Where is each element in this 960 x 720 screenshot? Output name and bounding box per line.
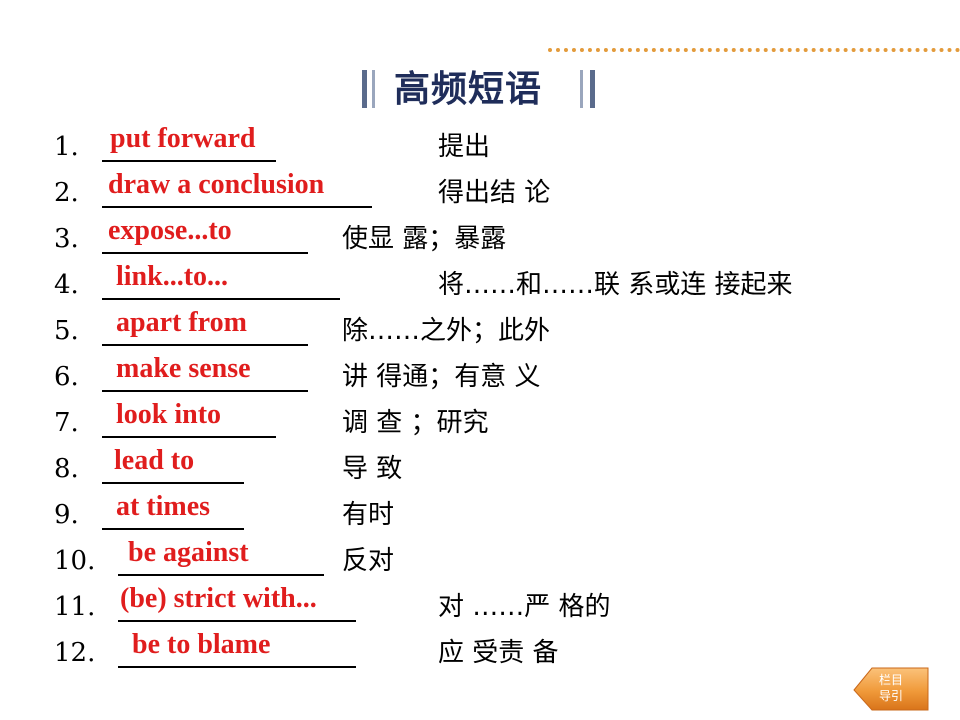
- phrase-row: 10. be against 反对: [0, 537, 960, 590]
- meaning-text: 反对: [342, 546, 395, 576]
- nav-label-line2: 导引: [878, 689, 903, 703]
- item-number: 10.: [54, 546, 96, 576]
- answer-blank: [102, 528, 244, 530]
- meaning-text: 提出: [438, 132, 491, 162]
- meaning-text: 得出结 论: [438, 178, 551, 208]
- item-number: 7.: [54, 408, 79, 438]
- nav-label-line1: 栏目: [878, 673, 903, 687]
- section-nav-button[interactable]: 栏目 导引: [852, 664, 930, 714]
- nav-badge-shape: [853, 667, 929, 711]
- answer-blank: [102, 344, 308, 346]
- phrase-row: 3. expose...to 使显 露；暴露: [0, 215, 960, 268]
- meaning-text: 有时: [342, 500, 395, 530]
- answer-blank: [102, 298, 340, 300]
- phrase-row: 1. put forward 提出: [0, 123, 960, 176]
- section-title: 高频短语: [358, 66, 602, 112]
- answer-blank: [102, 160, 276, 162]
- meaning-text: 导 致: [342, 454, 403, 484]
- answer-text: be against: [128, 537, 249, 568]
- answer-text: expose...to: [108, 215, 232, 246]
- meaning-text: 调 查 ；研究: [342, 408, 489, 438]
- item-number: 4.: [54, 270, 79, 300]
- answer-blank: [118, 620, 356, 622]
- answer-text: lead to: [114, 445, 195, 476]
- answer-blank: [118, 666, 356, 668]
- answer-blank: [118, 574, 324, 576]
- phrase-row: 12. be to blame 应 受责 备: [0, 629, 960, 682]
- phrase-row: 2. draw a conclusion 得出结 论: [0, 169, 960, 222]
- item-number: 12.: [54, 638, 96, 668]
- answer-text: make sense: [116, 353, 251, 384]
- item-number: 2.: [54, 178, 79, 208]
- answer-text: (be) strict with...: [120, 583, 317, 614]
- meaning-text: 对 ……严 格的: [438, 592, 611, 622]
- phrase-row: 4. link...to... 将……和……联 系或连 接起来: [0, 261, 960, 314]
- item-number: 5.: [54, 316, 79, 346]
- title-bar-right-thin: [580, 70, 583, 108]
- title-bar-right: [590, 70, 595, 108]
- page-title: 高频短语: [394, 68, 543, 110]
- answer-text: be to blame: [132, 629, 271, 660]
- answer-blank: [102, 252, 308, 254]
- phrase-row: 11. (be) strict with... 对 ……严 格的: [0, 583, 960, 636]
- meaning-text: 应 受责 备: [438, 638, 559, 668]
- title-bar-left-thin: [372, 70, 375, 108]
- item-number: 3.: [54, 224, 79, 254]
- answer-text: look into: [116, 399, 222, 430]
- answer-text: draw a conclusion: [108, 169, 325, 200]
- answer-text: put forward: [110, 123, 256, 154]
- meaning-text: 将……和……联 系或连 接起来: [438, 270, 793, 300]
- item-number: 6.: [54, 362, 79, 392]
- header-dotted-rule: [548, 48, 960, 52]
- answer-text: at times: [116, 491, 211, 522]
- title-bar-left: [362, 70, 367, 108]
- answer-blank: [102, 436, 276, 438]
- answer-text: link...to...: [116, 261, 229, 292]
- answer-blank: [102, 482, 244, 484]
- phrase-row: 7. look into 调 查 ；研究: [0, 399, 960, 452]
- answer-blank: [102, 390, 308, 392]
- meaning-text: 使显 露；暴露: [342, 224, 507, 254]
- phrase-row: 9. at times 有时: [0, 491, 960, 544]
- phrase-row: 8. lead to 导 致: [0, 445, 960, 498]
- item-number: 9.: [54, 500, 79, 530]
- phrase-row: 5. apart from 除……之外；此外: [0, 307, 960, 360]
- item-number: 1.: [54, 132, 79, 162]
- item-number: 11.: [54, 592, 96, 622]
- answer-blank: [102, 206, 372, 208]
- phrase-row: 6. make sense 讲 得通；有意 义: [0, 353, 960, 406]
- item-number: 8.: [54, 454, 79, 484]
- answer-text: apart from: [116, 307, 247, 338]
- meaning-text: 讲 得通；有意 义: [342, 362, 541, 392]
- meaning-text: 除……之外；此外: [342, 316, 551, 346]
